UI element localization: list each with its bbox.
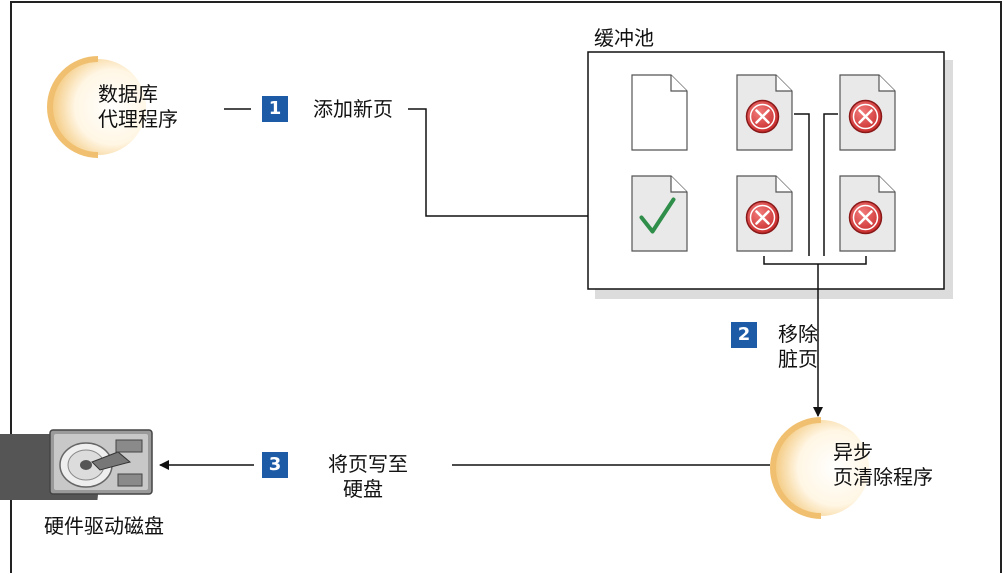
step3-label-line1: 将页写至: [328, 452, 408, 476]
dirty-page-connectors: [763, 113, 867, 265]
step3-badge: 3: [262, 452, 288, 478]
page-grid: [631, 74, 896, 252]
arrow-add-page: [408, 108, 621, 221]
step2-label-line1: 移除: [778, 322, 818, 346]
error-page-icon: [839, 175, 896, 252]
diagram-frame: [10, 1, 1002, 573]
page-cleaner-label-line1: 异步: [833, 440, 873, 464]
hard-disk-icon: [0, 429, 153, 500]
step1-badge: 1: [262, 96, 288, 122]
step1-label: 添加新页: [313, 97, 393, 121]
database-agent-label-line2: 代理程序: [98, 107, 178, 131]
error-page-icon: [839, 74, 896, 151]
error-page-icon: [736, 175, 793, 252]
database-agent-icon: [47, 56, 146, 158]
page-cleaner-label-line2: 页清除程序: [833, 465, 933, 489]
buffer-pool-title: 缓冲池: [594, 26, 654, 50]
step2-label-line2: 脏页: [778, 347, 818, 371]
hard-disk-label: 硬件驱动磁盘: [44, 514, 164, 538]
step2-badge: 2: [731, 322, 757, 348]
database-agent-label-line1: 数据库: [98, 82, 158, 106]
check-page-icon: [631, 175, 688, 252]
page-cleaner-icon: [770, 417, 869, 519]
blank-page-icon: [631, 74, 688, 151]
step3-label-line2: 硬盘: [343, 477, 383, 501]
error-page-icon: [736, 74, 793, 151]
